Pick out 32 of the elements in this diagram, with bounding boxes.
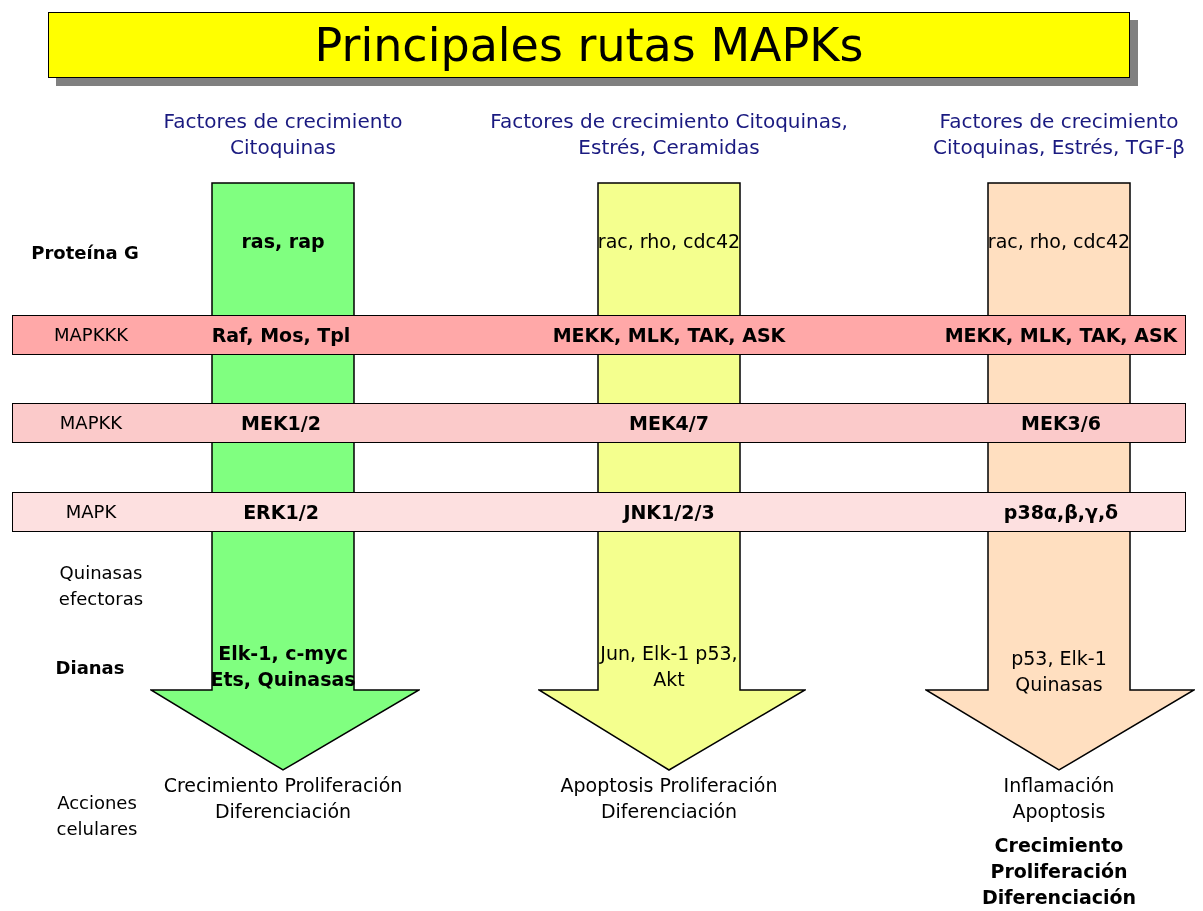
kinase-band <box>12 403 1186 443</box>
kinase-label: MEKK, MLK, TAK, ASK <box>943 323 1179 348</box>
protein-label: rac, rho, cdc42 <box>596 229 742 254</box>
kinase-label: MEK3/6 <box>1020 411 1102 436</box>
row-label: MAPK <box>64 500 118 524</box>
row-label: Acciones celulares <box>55 791 139 841</box>
kinase-label: MEK4/7 <box>628 411 710 436</box>
row-label: MAPKK <box>58 411 124 435</box>
row-label: Proteína G <box>30 241 140 265</box>
kinase-label: MEKK, MLK, TAK, ASK <box>551 323 787 348</box>
cell-action-label: Apoptosis Proliferación Diferenciación <box>559 773 779 824</box>
stimulus-label: Factores de crecimiento Citoquinas, Estrés, Ceramidas <box>489 108 849 160</box>
kinase-label: ERK1/2 <box>242 500 320 525</box>
kinase-band <box>12 492 1186 532</box>
stimulus-label: Factores de crecimiento Citoquinas, Estrés, TGF-β <box>932 108 1186 160</box>
cell-action-label: Inflamación Apoptosis <box>1002 773 1116 824</box>
protein-label: ras, rap <box>240 229 326 254</box>
kinase-label: MEK1/2 <box>240 411 322 436</box>
title-text: Principales rutas MAPKs <box>313 19 865 71</box>
kinase-label: p38α,β,γ,δ <box>1002 500 1120 525</box>
cell-action-label: Crecimiento Proliferación Diferenciación <box>163 773 403 824</box>
protein-label: rac, rho, cdc42 <box>986 229 1132 254</box>
target-label: Jun, Elk-1 p53, Akt <box>598 641 739 692</box>
kinase-label: Raf, Mos, Tpl <box>210 323 352 348</box>
row-label: MAPKKK <box>52 323 130 347</box>
kinase-label: JNK1/2/3 <box>621 500 716 525</box>
cell-action-label: Crecimiento Proliferación Diferenciación <box>980 833 1138 910</box>
row-label: Quinasas efectoras <box>57 561 145 611</box>
target-label: p53, Elk-1 Quinasas <box>1010 646 1108 697</box>
stimulus-label: Factores de crecimiento Citoquinas <box>162 108 404 160</box>
kinase-band <box>12 315 1186 355</box>
row-label: Dianas <box>54 656 126 680</box>
